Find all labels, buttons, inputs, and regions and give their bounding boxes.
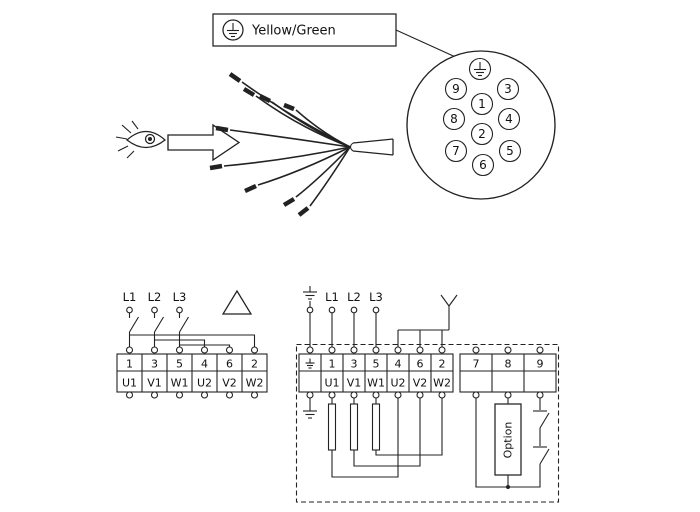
terminal-number: 3 bbox=[351, 358, 358, 371]
phase-label: L2 bbox=[347, 290, 361, 304]
pin-label: 3 bbox=[504, 82, 512, 96]
thermal-switch-icon bbox=[533, 446, 550, 465]
supply-lines bbox=[306, 301, 380, 347]
connector-pin-earth bbox=[468, 57, 492, 81]
supply-lines bbox=[126, 306, 189, 347]
callout: Yellow/Green bbox=[212, 13, 472, 65]
cable-wires bbox=[209, 72, 351, 217]
terminal-number: 4 bbox=[201, 358, 208, 371]
wire bbox=[297, 146, 351, 217]
pin-label: 9 bbox=[452, 82, 460, 96]
winding-resistor-icon bbox=[349, 403, 359, 451]
pump-unit-boundary bbox=[295, 343, 560, 503]
option-label: Option bbox=[502, 422, 515, 459]
earth-terminal-icon bbox=[305, 358, 315, 369]
eye-icon bbox=[115, 120, 166, 159]
switch-contact-icon bbox=[129, 316, 139, 333]
phase-label: L2 bbox=[148, 290, 162, 304]
delta-symbol-icon bbox=[221, 289, 253, 315]
connector-pin-9: 9 bbox=[444, 77, 468, 101]
connector-pin-8: 8 bbox=[442, 107, 466, 131]
connector-pin-6: 6 bbox=[471, 153, 495, 177]
connector-face: 9 3 1 8 4 2 7 5 bbox=[406, 50, 556, 200]
winding-label: W1 bbox=[171, 377, 189, 390]
winding-resistor-icon bbox=[327, 403, 337, 451]
wire bbox=[209, 146, 351, 171]
earth-symbol-icon bbox=[474, 62, 486, 77]
delta-bridge-links bbox=[129, 334, 256, 347]
winding-label: U2 bbox=[197, 377, 212, 390]
connector-pin-5: 5 bbox=[498, 139, 522, 163]
terminal-number: 2 bbox=[439, 358, 446, 371]
pin-label: 6 bbox=[479, 158, 487, 172]
connector-pin-3: 3 bbox=[496, 77, 520, 101]
terminal-strip: 1 3 5 4 6 2 U1 V1 W1 U2 V2 W2 bbox=[298, 346, 454, 399]
connector-pin-2: 2 bbox=[470, 122, 494, 146]
earth-ground-icon bbox=[303, 398, 317, 419]
winding-label: V1 bbox=[147, 377, 162, 390]
wire bbox=[282, 146, 351, 207]
aux-terminal-number: 7 bbox=[473, 358, 480, 371]
connector-pin-4: 4 bbox=[497, 107, 521, 131]
phase-label: L1 bbox=[123, 290, 137, 304]
terminal-number: 6 bbox=[226, 358, 233, 371]
terminal-number: 6 bbox=[417, 358, 424, 371]
delta-connection-diagram: L1 L2 L3 bbox=[116, 289, 268, 399]
wire bbox=[244, 146, 351, 194]
pin-label: 4 bbox=[505, 112, 513, 126]
winding-label: W2 bbox=[246, 377, 264, 390]
connector-pin-1: 1 bbox=[470, 92, 494, 116]
wire bbox=[283, 102, 351, 148]
pin-label: 1 bbox=[478, 97, 486, 111]
winding-label: W1 bbox=[367, 377, 385, 390]
terminal-number: 1 bbox=[126, 358, 133, 371]
cable bbox=[349, 138, 394, 156]
terminal-strip: 1 3 5 4 6 2 U1 V1 W1 U2 V2 W2 bbox=[116, 346, 268, 399]
switch-contact-icon bbox=[154, 316, 164, 333]
star-connection-diagram: L1 L2 L3 bbox=[295, 286, 560, 503]
cable-fanout-illustration bbox=[115, 72, 394, 217]
aux-terminal-number: 9 bbox=[537, 358, 544, 371]
terminal-number: 2 bbox=[251, 358, 258, 371]
terminal-number: 5 bbox=[176, 358, 183, 371]
phase-label: L3 bbox=[173, 290, 187, 304]
winding-label: U1 bbox=[324, 377, 339, 390]
terminal-number: 3 bbox=[151, 358, 158, 371]
pin-label: 7 bbox=[452, 144, 460, 158]
phase-label: L3 bbox=[369, 290, 383, 304]
winding-label: V2 bbox=[222, 377, 237, 390]
star-bridge bbox=[397, 316, 450, 347]
winding-label: W2 bbox=[433, 377, 451, 390]
winding-label: V2 bbox=[413, 377, 428, 390]
earth-symbol-icon bbox=[303, 286, 317, 300]
winding-label: U2 bbox=[390, 377, 405, 390]
direction-arrow-icon bbox=[167, 123, 241, 162]
winding-resistor-icon bbox=[371, 403, 381, 451]
thermal-switch-icon bbox=[533, 410, 550, 429]
callout-label: Yellow/Green bbox=[251, 24, 336, 39]
thermal-switch-circuit bbox=[475, 398, 550, 488]
option-module: Option bbox=[494, 398, 522, 489]
aux-terminal-number: 8 bbox=[505, 358, 512, 371]
earth-symbol-icon bbox=[222, 19, 244, 41]
terminal-number: 5 bbox=[373, 358, 380, 371]
switch-contact-icon bbox=[179, 316, 189, 333]
motor-windings bbox=[327, 398, 443, 478]
connector-pin-7: 7 bbox=[444, 139, 468, 163]
winding-label: U1 bbox=[122, 377, 137, 390]
terminal-number: 1 bbox=[329, 358, 336, 371]
pin-label: 8 bbox=[450, 112, 458, 126]
pin-label: 2 bbox=[478, 127, 486, 141]
aux-terminal-strip: 7 8 9 bbox=[459, 346, 557, 399]
wire bbox=[215, 125, 351, 148]
pin-label: 5 bbox=[506, 144, 514, 158]
terminal-number: 4 bbox=[395, 358, 402, 371]
star-symbol-icon bbox=[440, 294, 458, 316]
phase-label: L1 bbox=[325, 290, 339, 304]
winding-label: V1 bbox=[347, 377, 362, 390]
